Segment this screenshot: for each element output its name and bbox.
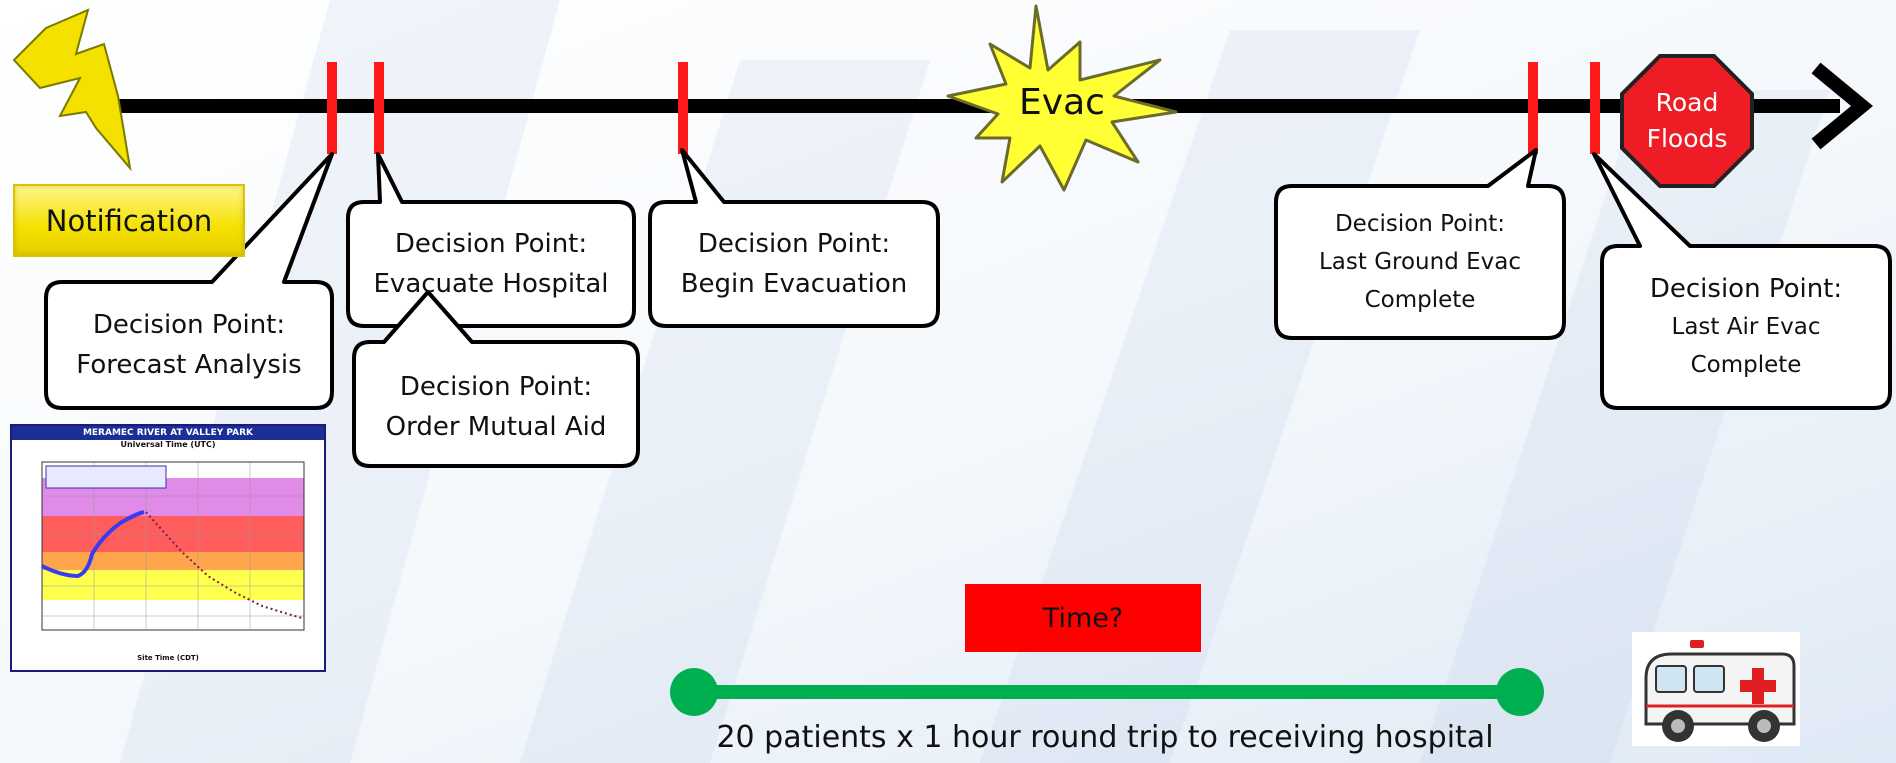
callout-forecast-bubble — [44, 152, 334, 410]
hydrograph-thumbnail: MERAMEC RIVER AT VALLEY PARK Universal T… — [10, 424, 326, 672]
ambulance-icon — [1632, 632, 1800, 746]
stop-sign-icon — [1620, 54, 1754, 188]
notification-box: Notification — [13, 184, 245, 257]
duration-bar-start — [670, 668, 718, 716]
tick-evacuate-hospital — [374, 62, 384, 154]
tick-last-ground — [1528, 62, 1538, 154]
duration-bar-end — [1496, 668, 1544, 716]
callout-last-ground-line2: Last Ground Evac — [1318, 249, 1521, 275]
time-question-label: Time? — [1042, 602, 1124, 634]
callout-last-ground: Decision Point: Last Ground Evac Complet… — [1278, 188, 1562, 336]
callout-forecast-line2: Forecast Analysis — [76, 350, 302, 380]
callout-begin-evac: Decision Point: Begin Evacuation — [652, 204, 936, 324]
callout-last-air-line2: Last Air Evac — [1671, 314, 1821, 340]
hydrograph-title: MERAMEC RIVER AT VALLEY PARK — [12, 426, 324, 440]
time-question-box: Time? — [965, 584, 1201, 652]
notification-label: Notification — [45, 203, 213, 238]
callout-mutual-aid: Decision Point: Order Mutual Aid — [356, 350, 636, 464]
callout-evacuate-hospital-line1: Decision Point: — [394, 229, 588, 259]
timeline-arrow-head — [1811, 62, 1873, 150]
callout-last-ground-line1: Decision Point: — [1334, 211, 1506, 237]
callout-mutual-aid-line2: Order Mutual Aid — [385, 412, 607, 442]
callout-begin-evac-line1: Decision Point: — [697, 229, 891, 259]
callout-last-ground-line3: Complete — [1364, 287, 1476, 313]
callout-last-air-line1: Decision Point: — [1649, 274, 1843, 304]
stop-sign-text: Road Floods — [1622, 74, 1752, 168]
callout-forecast-line1: Decision Point: — [92, 310, 286, 340]
hydrograph-subtitle: Universal Time (UTC) — [120, 440, 216, 449]
callout-last-ground-bubble — [1274, 148, 1566, 340]
stop-sign-line2: Floods — [1646, 124, 1728, 153]
callout-last-air-bubble — [1592, 152, 1892, 410]
tick-begin-evac — [678, 62, 688, 154]
callout-forecast: Decision Point: Forecast Analysis — [48, 284, 330, 406]
callout-begin-evac-bubble — [648, 148, 940, 328]
stop-sign-line1: Road — [1655, 88, 1719, 117]
callout-evacuate-hospital: Decision Point: Evacuate Hospital — [350, 204, 632, 324]
callout-mutual-aid-bubble — [352, 290, 640, 468]
evac-label: Evac — [1019, 82, 1105, 123]
tick-forecast — [327, 62, 337, 154]
callout-evacuate-hospital-bubble — [346, 152, 636, 328]
callout-evacuate-hospital-line2: Evacuate Hospital — [373, 269, 609, 299]
tick-last-air — [1590, 62, 1600, 154]
hydrograph-footer: Site Time (CDT) — [137, 654, 199, 662]
callout-last-air: Decision Point: Last Air Evac Complete — [1604, 248, 1888, 406]
callout-last-air-line3: Complete — [1690, 352, 1802, 378]
duration-caption: 20 patients x 1 hour round trip to recei… — [716, 720, 1494, 755]
callout-begin-evac-line2: Begin Evacuation — [680, 269, 908, 299]
lightning-icon — [12, 8, 132, 172]
explosion-burst-icon — [946, 4, 1178, 192]
hydrograph-plot — [41, 461, 305, 631]
callout-mutual-aid-line1: Decision Point: — [399, 372, 593, 402]
